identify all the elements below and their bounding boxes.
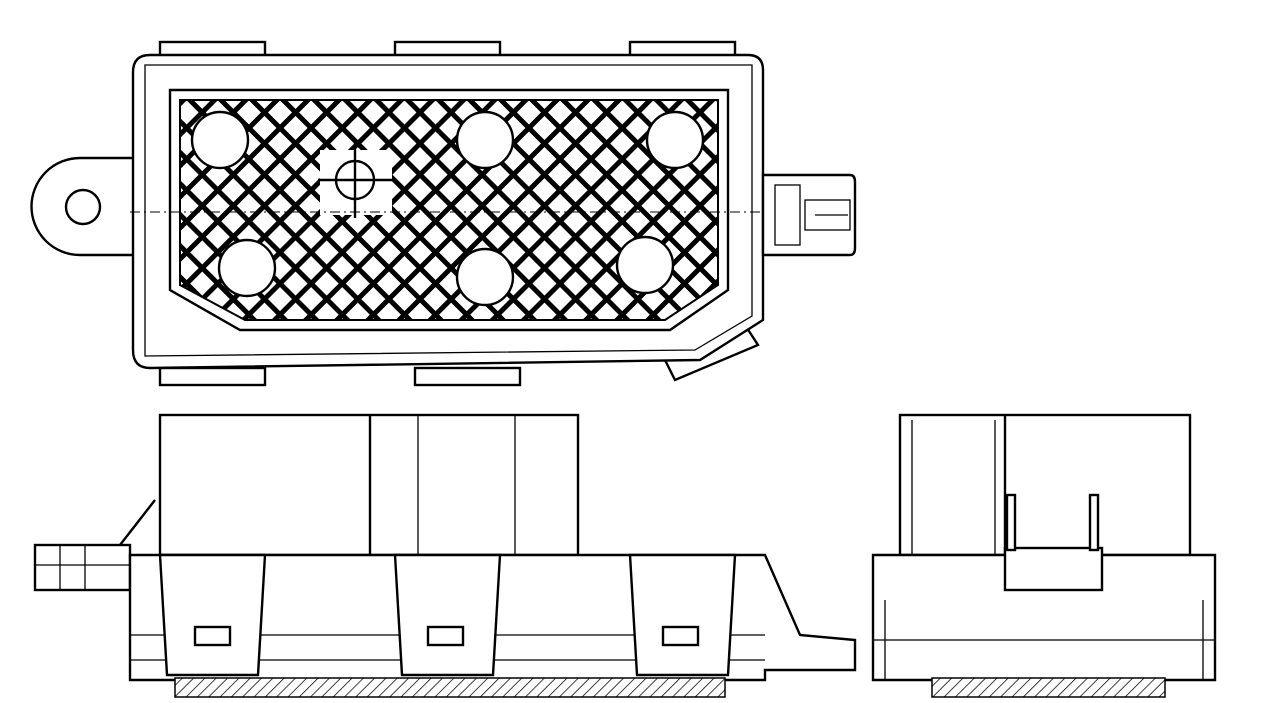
mounting-tab bbox=[30, 156, 133, 257]
hatched-base bbox=[931, 677, 1166, 698]
front-view bbox=[33, 413, 857, 698]
mounting-hole bbox=[64, 188, 102, 226]
pads bbox=[190, 110, 705, 307]
side-view bbox=[871, 413, 1217, 698]
clips bbox=[158, 553, 737, 677]
grid-lattice bbox=[179, 99, 719, 321]
u-bracket bbox=[1003, 493, 1104, 592]
top-view bbox=[30, 40, 857, 387]
center-crosshair bbox=[318, 142, 392, 218]
connector bbox=[761, 173, 857, 257]
hatched-base bbox=[174, 677, 726, 698]
side-tab bbox=[33, 543, 132, 592]
